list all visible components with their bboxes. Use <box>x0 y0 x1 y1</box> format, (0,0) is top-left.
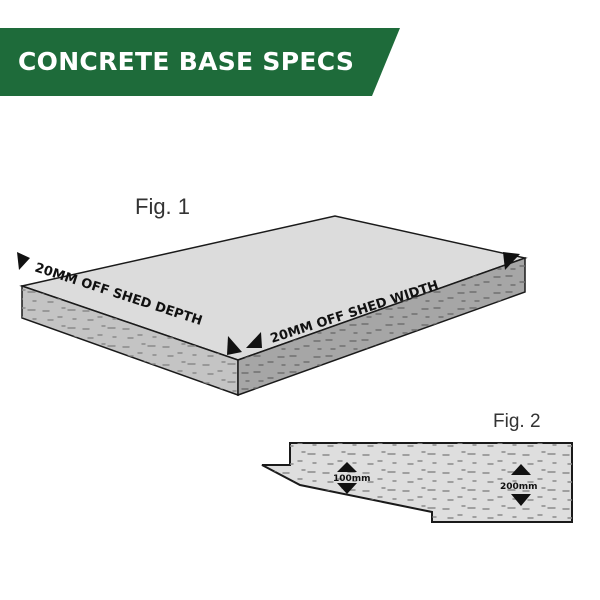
width-arrow-right-icon <box>503 252 520 270</box>
thick-label: 200mm <box>500 482 538 492</box>
thin-arrow-down-icon <box>337 483 357 494</box>
thick-arrow-up-icon <box>511 464 531 475</box>
slab-width-texture <box>238 258 525 395</box>
depth-arrow-left-icon <box>17 252 30 270</box>
slab-cross-section-texture <box>262 443 572 522</box>
width-arrow-left-icon <box>246 332 262 348</box>
fig1-label: Fig. 1 <box>135 194 190 219</box>
fig2-label: Fig. 2 <box>493 411 541 432</box>
header-banner: CONCRETE BASE SPECS <box>0 28 400 96</box>
depth-arrow-right-icon <box>227 336 242 355</box>
thick-arrow-down-icon <box>511 494 531 506</box>
header-banner-shape <box>0 28 400 96</box>
thin-label: 100mm <box>333 474 371 484</box>
slab-depth-texture <box>22 286 238 395</box>
page-title: CONCRETE BASE SPECS <box>18 47 355 76</box>
thin-arrow-up-icon <box>337 462 357 472</box>
